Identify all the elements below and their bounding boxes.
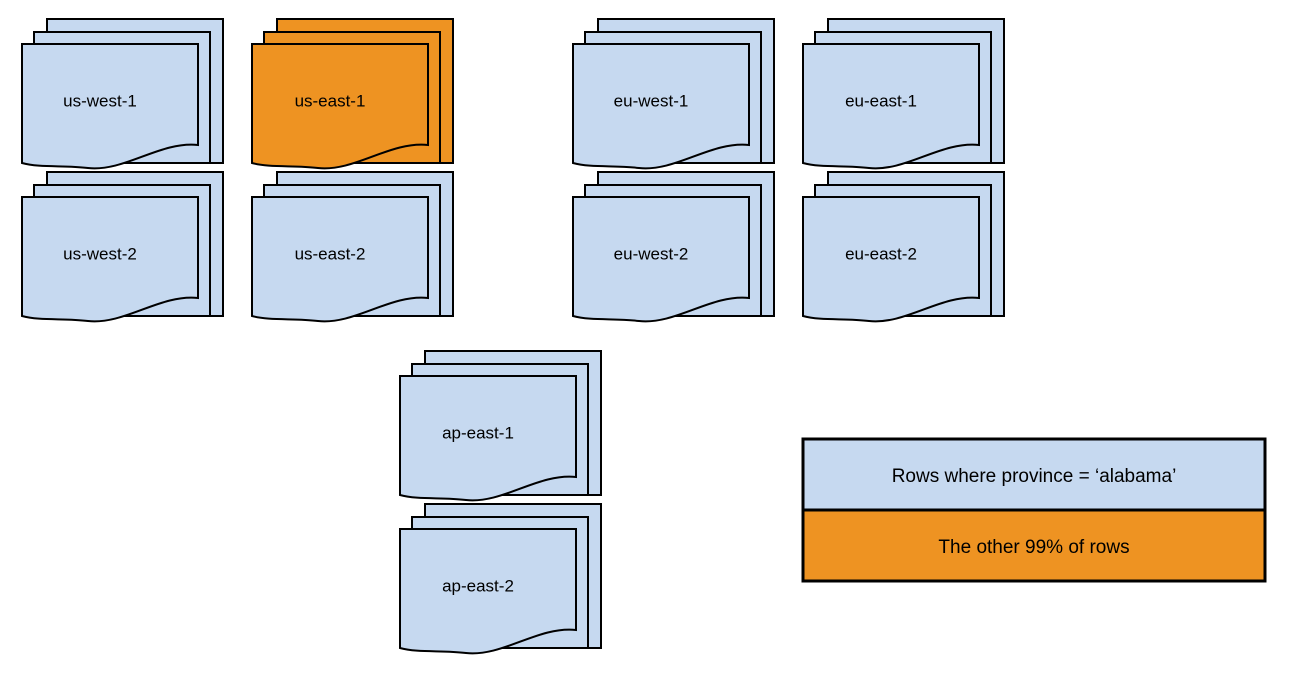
doc-stack-label: us-east-1: [295, 91, 366, 110]
doc-stack-label: eu-west-2: [614, 244, 689, 263]
legend: Rows where province = ‘alabama’ The othe…: [801, 437, 1267, 583]
doc-stack-eu-east-1[interactable]: eu-east-1: [802, 18, 1005, 170]
legend-row-blue: Rows where province = ‘alabama’: [801, 437, 1267, 512]
doc-stack-label: eu-east-1: [845, 91, 917, 110]
doc-stack-front-sheet: [251, 196, 429, 323]
doc-stack-label: us-west-1: [63, 91, 137, 110]
doc-stack-ap-east-2[interactable]: ap-east-2: [399, 503, 602, 655]
doc-stack-front-sheet: [572, 196, 750, 323]
doc-stack-label: ap-east-1: [442, 423, 514, 442]
doc-stack-label: us-west-2: [63, 244, 137, 263]
legend-row-orange: The other 99% of rows: [801, 508, 1267, 583]
doc-stack-front-sheet: [251, 43, 429, 170]
doc-stack-ap-east-1[interactable]: ap-east-1: [399, 350, 602, 502]
legend-row-label: Rows where province = ‘alabama’: [892, 466, 1177, 487]
doc-stack-front-sheet: [802, 196, 980, 323]
doc-stack-front-sheet: [572, 43, 750, 170]
doc-stack-eu-east-2[interactable]: eu-east-2: [802, 171, 1005, 323]
doc-stack-front-sheet: [21, 43, 199, 170]
doc-stack-eu-west-1[interactable]: eu-west-1: [572, 18, 775, 170]
doc-stack-label: ap-east-2: [442, 576, 514, 595]
legend-row-label: The other 99% of rows: [938, 537, 1129, 558]
doc-stack-front-sheet: [399, 375, 577, 502]
doc-stack-eu-west-2[interactable]: eu-west-2: [572, 171, 775, 323]
doc-stack-label: eu-east-2: [845, 244, 917, 263]
doc-stack-label: us-east-2: [295, 244, 366, 263]
doc-stack-us-west-2[interactable]: us-west-2: [21, 171, 224, 323]
doc-stack-us-east-1[interactable]: us-east-1: [251, 18, 454, 170]
doc-stack-front-sheet: [802, 43, 980, 170]
doc-stack-front-sheet: [399, 528, 577, 655]
doc-stack-us-east-2[interactable]: us-east-2: [251, 171, 454, 323]
doc-stack-us-west-1[interactable]: us-west-1: [21, 18, 224, 170]
doc-stack-front-sheet: [21, 196, 199, 323]
doc-stack-label: eu-west-1: [614, 91, 689, 110]
